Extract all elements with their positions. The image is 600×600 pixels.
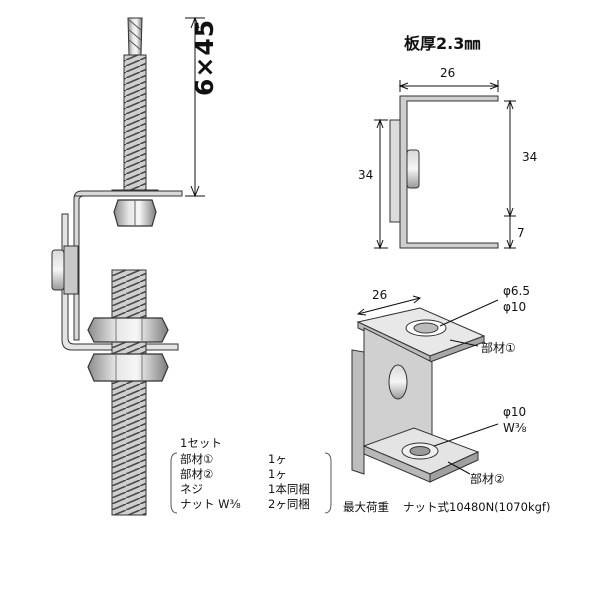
parts-list: 1セット 部材① 1ヶ 部材② 1ヶ ネジ 1本同梱 ナット W⅜ 2ヶ同梱 <box>170 436 335 516</box>
parts-list-bracket-left <box>170 452 178 514</box>
parts-list-row-qty: 2ヶ同梱 <box>268 497 310 511</box>
plate-thickness-label: 板厚2.3㎜ <box>404 34 481 53</box>
isometric-view-drawing <box>351 295 499 483</box>
parts-list-row-name: ナット W⅜ <box>180 497 241 511</box>
part-top-label: 部材① <box>481 341 516 355</box>
hole-bottom-dia-label: φ10 <box>503 405 527 419</box>
parts-list-row-name: 部材① <box>180 452 214 466</box>
parts-list-row-name: 部材② <box>180 467 214 481</box>
side-dim-right-small: 7 <box>517 226 525 240</box>
assembled-bracket-illustration <box>51 16 205 516</box>
parts-list-header: 1セット <box>180 436 222 450</box>
side-view-drawing <box>374 80 516 250</box>
max-load-value: ナット式10480N(1070kgf) <box>403 500 551 514</box>
parts-list-row-name: ネジ <box>180 482 203 496</box>
side-dim-left-height: 34 <box>358 168 374 182</box>
parts-list-row-qty: 1本同梱 <box>268 482 310 496</box>
parts-list-row-qty: 1ヶ <box>268 452 287 466</box>
side-dim-top-width: 26 <box>440 66 456 80</box>
parts-list-bracket-right <box>324 452 332 514</box>
part-bottom-label: 部材② <box>470 472 505 486</box>
hole-top-small-label: φ6.5 <box>503 284 530 298</box>
max-load-label: 最大荷重 <box>343 500 389 514</box>
hole-top-large-label: φ10 <box>503 300 527 314</box>
screw-size-label: 6×45 <box>190 18 219 96</box>
hole-bottom-thread-label: W⅜ <box>503 421 527 435</box>
iso-dim-width: 26 <box>372 288 388 302</box>
parts-list-row-qty: 1ヶ <box>268 467 287 481</box>
side-dim-right-height: 34 <box>522 150 538 164</box>
